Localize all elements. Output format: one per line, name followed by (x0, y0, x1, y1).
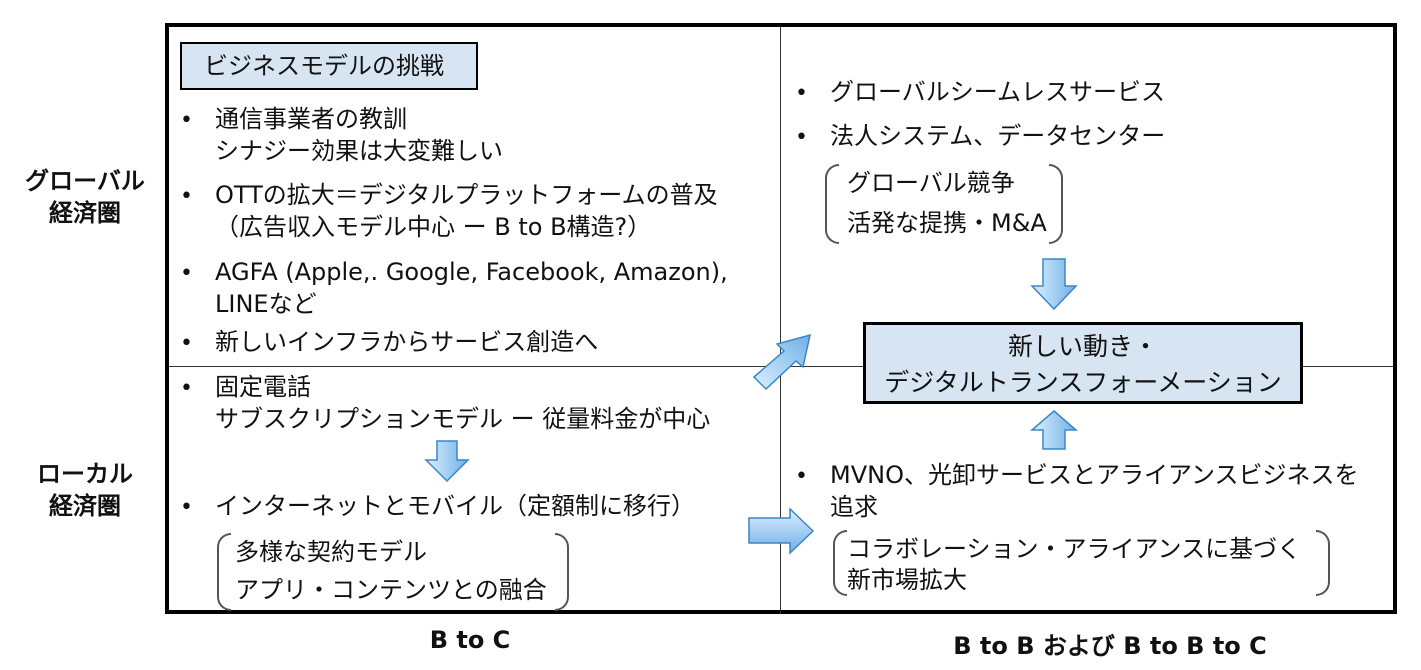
tr-bracket-line2: 活発な提携・M&A (847, 209, 1047, 237)
bullet-dot: • (180, 495, 193, 520)
arrow-down-icon (424, 440, 470, 483)
column-label-right: B to B および B to B to C (953, 632, 1267, 660)
br-item-1-line1: MVNO、光卸サービスとアライアンスビジネスを (830, 461, 1359, 489)
row-label-local-line1: ローカル (37, 460, 133, 488)
vertical-divider (780, 27, 781, 614)
bullet-dot: • (180, 376, 193, 401)
digital-transformation-box: 新しい動き・ デジタルトランスフォーメーション (863, 322, 1303, 404)
tl-item-3-line2: LINEなど (215, 290, 317, 318)
br-item-1-line2: 追求 (830, 493, 878, 521)
bl-item-1-line2: サブスクリプションモデル ー 従量料金が中心 (215, 405, 711, 433)
bl-bracket-line1: 多様な契約モデル (235, 538, 427, 566)
row-label-global-line2: 経済圏 (49, 199, 121, 227)
bl-bracket-line2: アプリ・コンテンツとの融合 (235, 576, 547, 604)
center-line1: 新しい動き・ (1007, 332, 1158, 361)
column-label-left: B to C (429, 626, 511, 654)
center-line2: デジタルトランスフォーメーション (884, 368, 1282, 397)
tr-bracket-group: グローバル競争 活発な提携・M&A (825, 164, 1063, 244)
arrow-right-icon (748, 507, 815, 555)
arrow-diagonal-icon (752, 333, 811, 391)
bracket-right (1316, 530, 1330, 596)
bullet-dot: • (795, 81, 808, 106)
tl-item-3-line1: AGFA (Apple,. Google, Facebook, Amazon), (215, 258, 728, 286)
bullet-dot: • (795, 464, 808, 489)
bracket-right (1049, 164, 1063, 244)
tr-item-2: 法人システム、データセンター (830, 122, 1166, 150)
tl-item-2-line1: OTTの拡大＝デジタルプラットフォームの普及 (215, 181, 718, 209)
bracket-left (833, 530, 847, 596)
br-bracket-group: コラボレーション・アライアンスに基づく 新市場拡大 (833, 530, 1330, 596)
bl-bracket-group: 多様な契約モデル アプリ・コンテンツとの融合 (217, 533, 569, 611)
arrow-down-icon (1030, 258, 1078, 311)
matrix-frame (165, 23, 1397, 614)
br-bracket-line1: コラボレーション・アライアンスに基づく (847, 535, 1302, 563)
tl-item-1-line2: シナジー効果は大変難しい (215, 137, 503, 165)
bullet-dot: • (180, 331, 193, 356)
arrow-up-icon (1029, 410, 1079, 450)
bullet-dot: • (795, 125, 808, 150)
bullet-dot: • (180, 108, 193, 133)
row-label-global: グローバル 経済圏 (5, 165, 165, 229)
bracket-left (825, 164, 839, 244)
tl-item-1-line1: 通信事業者の教訓 (215, 105, 407, 133)
tr-bracket-line1: グローバル競争 (847, 169, 1015, 197)
br-bracket-line2: 新市場拡大 (847, 566, 967, 594)
tr-item-1: グローバルシームレスサービス (830, 78, 1166, 106)
row-label-global-line1: グローバル (25, 167, 145, 195)
bullet-dot: • (180, 184, 193, 209)
tl-item-4-line1: 新しいインフラからサービス創造へ (215, 328, 599, 356)
bl-item-1-line1: 固定電話 (215, 373, 311, 401)
row-label-local-line2: 経済圏 (49, 492, 121, 520)
tl-item-2-line2: （広告収入モデル中心 ー B to B構造?） (215, 213, 652, 241)
bracket-right (555, 533, 569, 611)
row-label-local: ローカル 経済圏 (5, 458, 165, 522)
business-model-title: ビジネスモデルの挑戦 (180, 42, 478, 90)
bl-item-2-line1: インターネットとモバイル（定額制に移行） (215, 492, 695, 520)
bracket-left (217, 533, 231, 611)
bullet-dot: • (180, 261, 193, 286)
